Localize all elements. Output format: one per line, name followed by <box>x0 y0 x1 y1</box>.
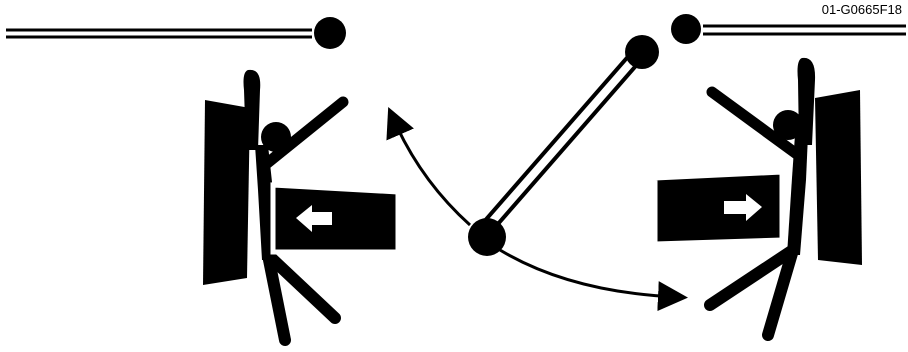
swing-arrow-up-left <box>393 118 470 225</box>
swing-arm <box>468 35 659 256</box>
left-rail-rod <box>6 17 346 49</box>
right-wall-panel <box>815 90 862 265</box>
swing-arrow-down-right <box>500 250 676 297</box>
right-machine-box <box>655 172 782 244</box>
right-rail-rod <box>671 14 906 44</box>
left-wall-panel <box>203 100 250 285</box>
left-machine-box <box>273 185 398 252</box>
